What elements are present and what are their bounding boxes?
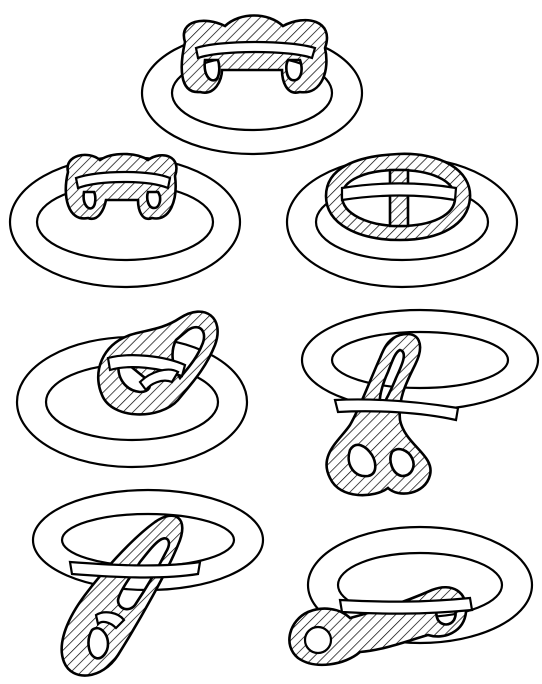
- annulus: [302, 310, 538, 410]
- tilted-band: [62, 516, 200, 676]
- tilted-band: [327, 334, 458, 495]
- panel-4: [17, 312, 247, 467]
- pivot-hole: [305, 627, 331, 653]
- link-arm: [289, 587, 472, 665]
- tilted-band: [98, 312, 217, 415]
- panel-1: [142, 16, 362, 155]
- handle-band: [182, 16, 327, 93]
- ring-band: [326, 154, 470, 240]
- panel-7: [289, 527, 532, 665]
- panel-6: [33, 490, 263, 676]
- panel-2: [10, 154, 240, 287]
- handle-band: [66, 154, 177, 219]
- panel-3: [287, 154, 517, 287]
- panel-5: [302, 310, 538, 495]
